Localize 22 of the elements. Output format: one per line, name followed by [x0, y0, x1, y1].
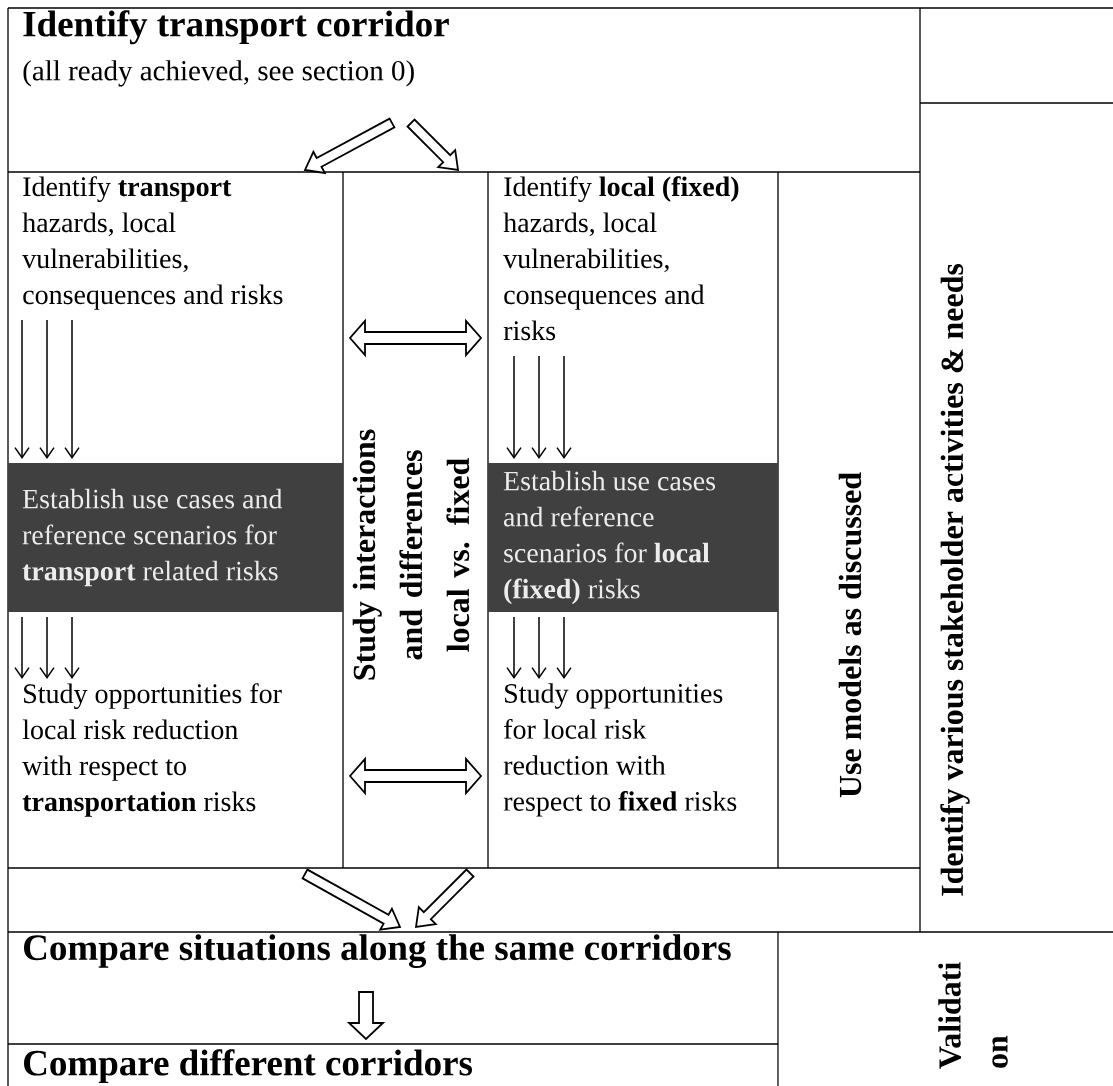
arrow	[14, 319, 80, 459]
arrow	[346, 991, 386, 1041]
arrow	[406, 118, 460, 172]
dark-band: Establish use cases and reference scenarios for transport related risks	[8, 463, 343, 612]
cell-text: Identify transport hazards, local vulnerabilities, consequences and risks	[22, 176, 283, 310]
cell-text: Study opportunities for local risk reduction with respect to fixed risks	[503, 683, 737, 817]
heading-text: Identify transport corridor (all ready achieved, see section 0)	[23, 10, 449, 87]
vertical-text: Identify various stakeholder activities & needs	[940, 263, 970, 896]
arrow	[14, 616, 80, 679]
arrow	[506, 616, 572, 679]
arrow	[303, 117, 396, 175]
cell-text: Compare different corridors	[24, 1049, 473, 1084]
cell-text: Compare situations along the same corridors	[24, 934, 731, 969]
arrow	[506, 355, 572, 459]
cell-text: Identify local (fixed) hazards, local vulnerabilities, consequences and risks	[503, 176, 739, 341]
vertical-text: Validati on	[938, 962, 1008, 1069]
dark-band: Establish use cases and reference scenarios for local (fixed) risks	[488, 463, 778, 612]
arrow	[301, 868, 402, 931]
arrow	[414, 868, 475, 929]
cell-text: Study opportunities for local risk reduction with respect to transportation risks	[22, 683, 282, 817]
vertical-text: Use models as discussed	[838, 472, 862, 798]
vertical-text: Study interactions and differences local vs. fixed	[352, 429, 470, 680]
